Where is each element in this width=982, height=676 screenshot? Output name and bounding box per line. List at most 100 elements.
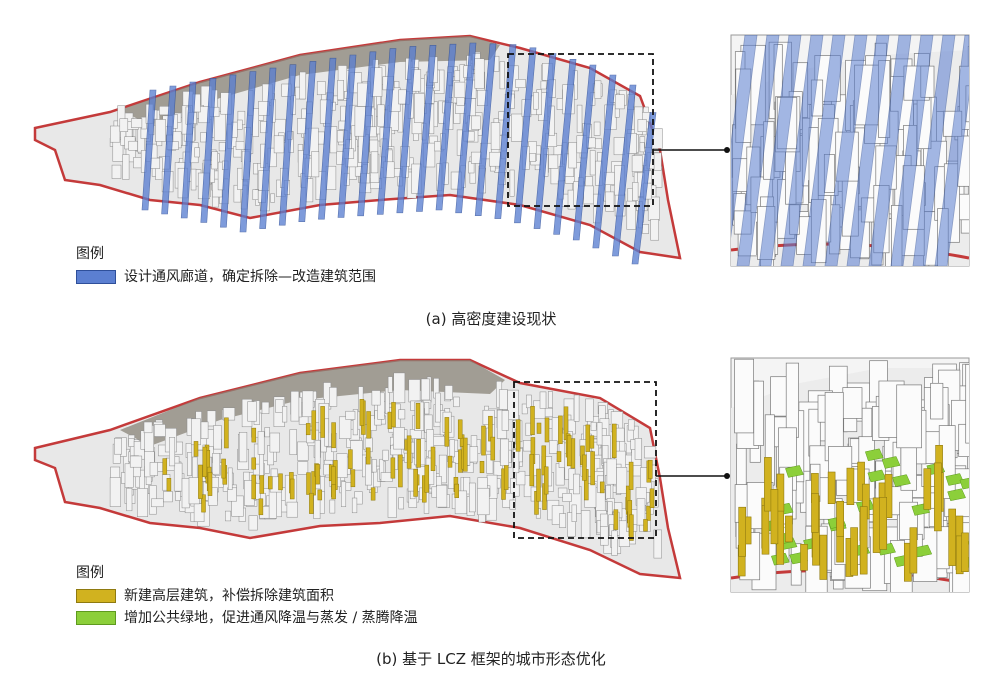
new-tall-building <box>221 458 226 479</box>
inset-tall-building <box>884 474 893 518</box>
building-block <box>548 154 559 169</box>
ventilation-corridor <box>572 64 597 241</box>
building-block <box>336 453 348 478</box>
building-block <box>110 125 121 143</box>
building-block <box>126 487 133 512</box>
new-tall-building <box>416 439 421 468</box>
building-block <box>289 429 297 455</box>
building-block <box>122 154 130 180</box>
new-tall-building <box>315 464 320 485</box>
building-block <box>533 92 539 110</box>
building-block <box>628 419 635 431</box>
building-block <box>568 142 577 169</box>
inset-tall-building <box>764 457 772 512</box>
new-tall-building <box>536 468 541 502</box>
new-tall-building <box>570 438 576 469</box>
building-block <box>583 185 594 205</box>
building-block <box>377 392 385 420</box>
inset-tall-building <box>934 462 942 532</box>
new-tall-building <box>556 451 562 462</box>
building-block <box>191 418 201 446</box>
building-block <box>299 71 307 100</box>
inset-tall-building <box>850 527 858 576</box>
building-block <box>511 113 524 142</box>
new-tall-building <box>305 423 311 436</box>
new-tall-building <box>306 472 311 495</box>
new-tall-building <box>207 472 213 496</box>
inset-building-block <box>734 358 754 434</box>
building-block <box>449 439 455 458</box>
ventilation-corridor <box>161 85 177 215</box>
new-tall-building <box>463 437 468 472</box>
terrain-band-a <box>120 36 500 125</box>
building-block <box>143 421 153 434</box>
building-block <box>341 481 347 507</box>
legend-item-green: 增加公共绿地，促进通风降温与蒸发 / 蒸腾降温 <box>76 608 418 628</box>
detail-inset-b <box>730 357 982 593</box>
new-tall-building <box>365 447 371 465</box>
inset-green-space <box>892 474 911 487</box>
new-tall-building <box>646 505 651 521</box>
new-tall-building <box>413 468 418 497</box>
new-tall-building <box>415 403 421 429</box>
zoom-box-b <box>513 381 657 539</box>
building-block <box>163 491 173 503</box>
building-block <box>571 504 577 522</box>
new-tall-building <box>649 488 655 508</box>
building-block <box>231 495 244 517</box>
building-block <box>190 168 197 191</box>
new-tall-building <box>201 494 206 513</box>
building-block <box>128 140 138 151</box>
green-space-swatch-icon <box>76 611 116 625</box>
legend-label-corridor: 设计通风廊道，确定拆除—改造建筑范围 <box>124 269 376 285</box>
ventilation-corridor <box>592 74 617 249</box>
new-tall-building <box>612 423 617 458</box>
building-block <box>471 115 481 130</box>
building-block <box>529 153 536 162</box>
building-block <box>454 81 466 98</box>
building-block <box>593 121 601 136</box>
inset-tall-building <box>785 515 793 543</box>
building-block <box>385 387 390 415</box>
new-tall-building <box>490 436 496 461</box>
panel-a: 图例 设计通风廊道，确定拆除—改造建筑范围 (a) 高密度建设现状 <box>33 34 970 328</box>
new-tall-building <box>350 469 356 488</box>
building-block <box>194 147 200 158</box>
building-block <box>192 456 198 480</box>
new-tall-building <box>251 427 257 443</box>
building-block <box>377 104 385 127</box>
building-block <box>253 163 259 175</box>
inset-building-block <box>970 377 982 409</box>
legend-item-tall: 新建高层建筑，补偿拆除建筑面积 <box>76 586 418 606</box>
building-block <box>596 422 603 446</box>
new-tall-building <box>503 465 509 490</box>
inset-tall-building <box>948 508 957 566</box>
inset-building-block <box>785 362 799 438</box>
inset-tall-building <box>909 527 918 574</box>
building-block <box>200 132 207 143</box>
inset-building-block <box>958 193 969 221</box>
building-block <box>606 458 617 485</box>
building-block <box>337 80 344 101</box>
building-block <box>181 478 190 509</box>
building-block <box>600 526 609 546</box>
building-block <box>616 467 628 494</box>
building-block <box>398 409 406 420</box>
building-block <box>444 385 453 400</box>
building-block <box>311 151 320 178</box>
building-block <box>387 376 393 393</box>
building-block <box>438 454 447 484</box>
inset-green-space <box>785 465 804 478</box>
building-block <box>615 94 625 110</box>
building-block <box>436 484 448 508</box>
inset-tall-building <box>857 461 865 501</box>
building-block <box>297 118 307 135</box>
building-block <box>637 119 647 132</box>
building-block <box>382 449 389 461</box>
new-tall-building <box>613 509 619 530</box>
building-block <box>500 438 509 466</box>
building-block <box>580 510 591 539</box>
corridor-swatch-icon <box>76 270 116 284</box>
building-block <box>257 431 265 455</box>
new-tall-building <box>311 410 317 440</box>
